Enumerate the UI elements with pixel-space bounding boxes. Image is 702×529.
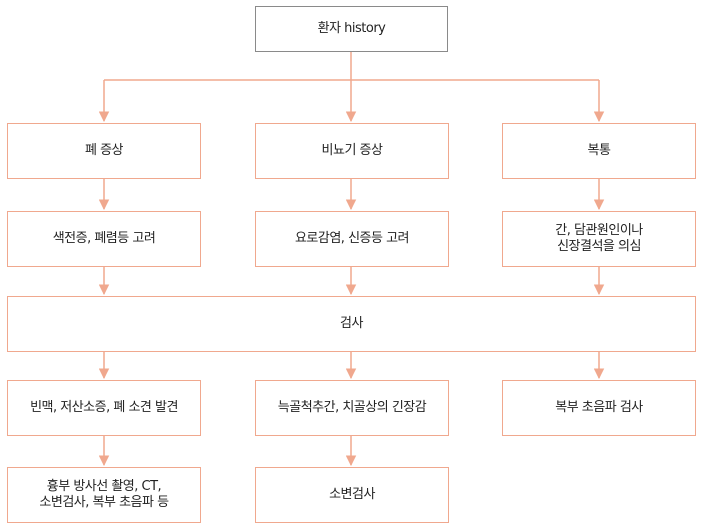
node-consider-urinary: 요로감염, 신증등 고려 [255, 211, 449, 267]
node-symptom-lung: 폐 증상 [7, 123, 201, 179]
node-label: 색전증, 폐렴등 고려 [52, 231, 156, 246]
node-symptom-abdominal-pain: 복통 [502, 123, 696, 179]
node-consider-lung: 색전증, 폐렴등 고려 [7, 211, 201, 267]
node-label: 비뇨기 증상 [321, 143, 383, 158]
node-finding-urinary: 늑골척추간, 치골상의 긴장감 [255, 380, 449, 436]
node-label: 검사 [340, 316, 363, 331]
node-label: 흉부 방사선 촬영, CT, 소변검사, 복부 초음파 등 [39, 479, 169, 510]
node-finding-lung: 빈맥, 저산소증, 폐 소견 발견 [7, 380, 201, 436]
root-node-patient-history: 환자 history [255, 6, 448, 52]
node-label: 복통 [587, 143, 611, 158]
node-finding-abdominal: 복부 초음파 검사 [502, 380, 696, 436]
node-test-lung: 흉부 방사선 촬영, CT, 소변검사, 복부 초음파 등 [7, 467, 201, 523]
node-label: 요로감염, 신증등 고려 [294, 231, 410, 246]
node-symptom-urinary: 비뇨기 증상 [255, 123, 449, 179]
node-test-urinary: 소변검사 [255, 467, 449, 523]
root-node-label: 환자 history [317, 21, 386, 36]
node-label: 간, 담관원인이나 신장결석을 의심 [555, 223, 643, 254]
node-label: 복부 초음파 검사 [555, 400, 643, 415]
node-consider-abdominal: 간, 담관원인이나 신장결석을 의심 [502, 211, 696, 267]
node-label: 빈맥, 저산소증, 폐 소견 발견 [30, 400, 178, 415]
node-exam: 검사 [7, 296, 696, 352]
node-label: 늑골척추간, 치골상의 긴장감 [277, 400, 427, 415]
node-label: 폐 증상 [84, 143, 124, 158]
node-label: 소변검사 [329, 487, 375, 502]
